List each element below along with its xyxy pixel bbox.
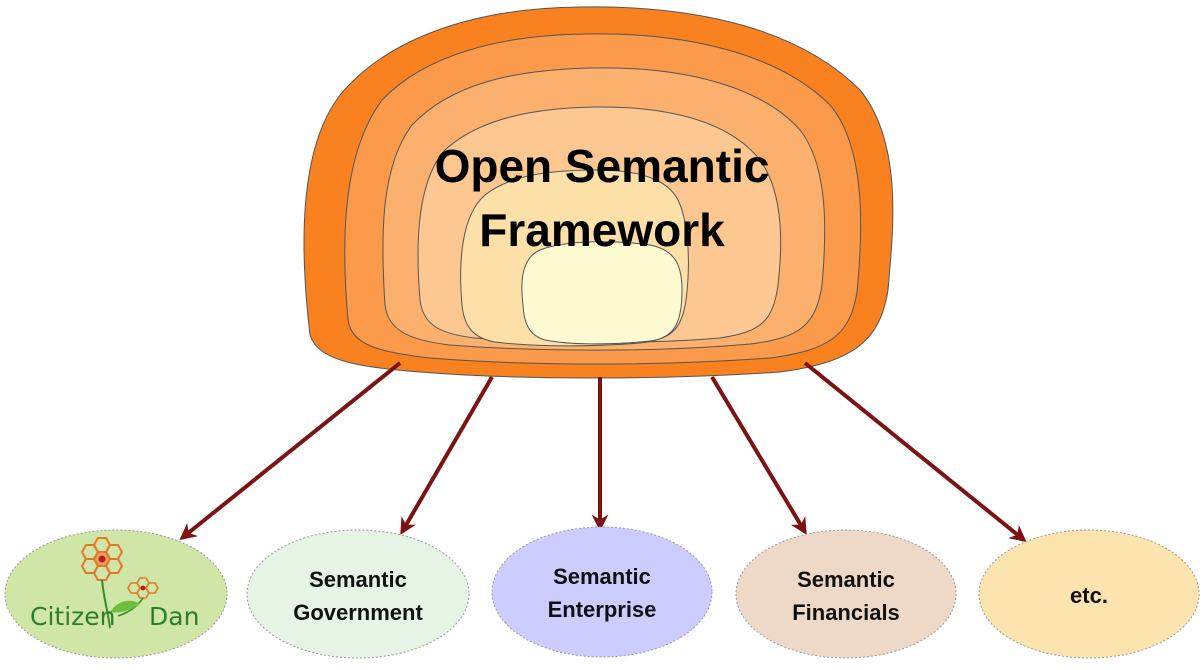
node-citizen-dan: Citizen Dan [4, 529, 228, 659]
semantic-government-ellipse [246, 529, 470, 659]
arrows [179, 361, 1027, 543]
node-semantic-financials: Semantic Financials [735, 529, 957, 659]
semantic-enterprise-label-line2: Enterprise [548, 597, 657, 622]
semantic-government-label-line2: Government [293, 600, 423, 625]
semantic-enterprise-ellipse [491, 526, 713, 658]
node-etc: etc. [978, 529, 1200, 659]
node-semantic-enterprise: Semantic Enterprise [491, 526, 713, 658]
semantic-financials-label-line2: Financials [792, 600, 900, 625]
semantic-government-label-line1: Semantic [309, 567, 407, 592]
semantic-financials-label-line1: Semantic [797, 567, 895, 592]
citizen-dan-logo-word2: Dan [149, 602, 199, 631]
etc-ellipse [978, 529, 1200, 659]
framework-title-line2: Framework [479, 204, 725, 256]
arrow-to-semantic-financials [710, 375, 807, 535]
arrow-to-semantic-government [400, 375, 494, 535]
node-semantic-government: Semantic Government [246, 529, 470, 659]
semantic-financials-ellipse [735, 529, 957, 659]
framework-layer-core [521, 241, 683, 345]
citizen-dan-logo-word1: Citizen [30, 602, 116, 631]
semantic-enterprise-label-line1: Semantic [553, 564, 651, 589]
citizen-dan-ellipse [4, 529, 228, 659]
arrow-to-citizen-dan [179, 361, 402, 541]
framework-title-line1: Open Semantic [435, 140, 770, 192]
arrow-to-etc [803, 361, 1027, 543]
framework-blob [303, 6, 894, 379]
etc-label: etc. [1070, 583, 1108, 608]
flower-icon [80, 537, 159, 629]
